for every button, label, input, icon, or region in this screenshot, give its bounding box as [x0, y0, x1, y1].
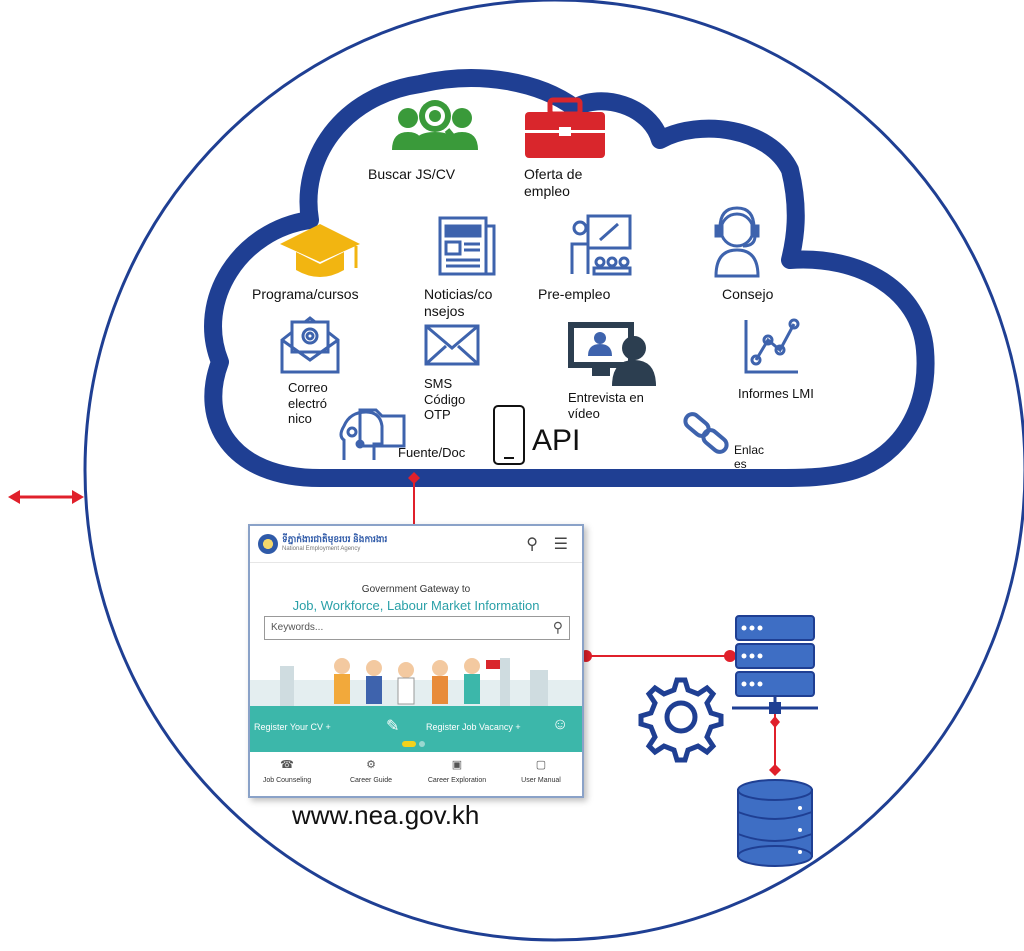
graduation-cap-icon [280, 224, 360, 277]
cv-edit-icon: ✎ [386, 718, 400, 735]
label-noticias: Noticias/co nsejos [424, 286, 493, 319]
search-icon[interactable]: ⚲ [526, 536, 538, 553]
menu-icon[interactable]: ☰ [553, 536, 568, 553]
label-programa: Programa/cursos [252, 286, 359, 302]
nav-career-guide[interactable]: ⚙Career Guide [336, 758, 406, 784]
register-cv-link[interactable]: Register Your CV + [254, 722, 331, 732]
nav-career-exploration[interactable]: ▣Career Exploration [422, 758, 492, 784]
guide-icon: ⚙ [366, 759, 376, 771]
connector-server-db [769, 714, 781, 776]
database-icon [737, 779, 813, 867]
phone-api-icon [493, 405, 525, 465]
search-button-icon[interactable]: ⚲ [552, 619, 563, 635]
label-oferta: Oferta de empleo [524, 166, 583, 199]
newspaper-icon [438, 216, 496, 276]
site-bottom-nav: ☎Job Counseling ⚙Career Guide ▣Career Ex… [250, 752, 582, 796]
label-fuente: Fuente/Doc [398, 445, 466, 460]
video-interview-icon [568, 322, 656, 386]
cloud-shape [204, 69, 935, 487]
search-placeholder: Keywords... [271, 622, 324, 633]
people-illustration [250, 658, 582, 706]
manual-icon: ▢ [535, 759, 547, 771]
nea-logo-icon [258, 534, 278, 554]
label-buscar: Buscar JS/CV [368, 166, 456, 182]
server-icon [732, 615, 818, 714]
double-arrow-icon [8, 490, 84, 504]
sms-envelope-icon [424, 324, 480, 366]
label-correo: Correo electró nico [288, 380, 328, 427]
chain-link-icon [683, 412, 729, 454]
ecosystem-circle [83, 0, 1024, 942]
label-enlaces: Enlac es [734, 443, 765, 472]
people-search-icon [392, 100, 478, 150]
label-sms: SMS Código OTP [424, 376, 466, 423]
gear-icon [638, 677, 724, 763]
headset-icon: ☎ [280, 759, 294, 771]
register-job-link[interactable]: Register Job Vacancy + [426, 722, 521, 732]
label-api: API [532, 424, 581, 457]
headset-person-icon [714, 206, 760, 278]
carousel-dots[interactable] [402, 740, 426, 748]
label-preempleo: Pre-empleo [538, 286, 611, 302]
nav-job-counseling[interactable]: ☎Job Counseling [252, 758, 322, 784]
presentation-icon [570, 214, 632, 276]
register-band: Register Your CV + Register Job Vacancy … [250, 706, 582, 752]
nav-user-manual[interactable]: ▢User Manual [506, 758, 576, 784]
connector-site-server [580, 650, 736, 662]
gateway-subtitle: Government Gateway to [361, 584, 471, 595]
briefcase-icon [525, 97, 605, 158]
line-chart-icon [744, 318, 800, 374]
website-screenshot: ទីភ្នាក់ងារជាតិមុខរបរ និងការងារ National… [248, 524, 584, 798]
gateway-title: Job, Workforce, Labour Market Informatio… [292, 598, 540, 613]
email-icon [280, 316, 340, 374]
site-brand: ទីភ្នាក់ងារជាតិមុខរបរ និងការងារ [282, 534, 388, 544]
site-url: www.nea.gov.kh [292, 800, 480, 830]
exploration-icon: ▣ [451, 759, 463, 771]
site-brand-sub: National Employment Agency [282, 546, 361, 552]
people-group-icon: ☺ [552, 716, 569, 733]
label-consejo: Consejo [722, 286, 774, 302]
site-search-input[interactable]: Keywords... ⚲ [264, 616, 570, 640]
head-folder-icon [339, 408, 406, 460]
label-entrevista: Entrevista en vídeo [568, 390, 644, 421]
label-informes: Informes LMI [738, 386, 814, 401]
site-header: ទីភ្នាក់ងារជាតិមុខរបរ និងការងារ National… [250, 526, 582, 563]
